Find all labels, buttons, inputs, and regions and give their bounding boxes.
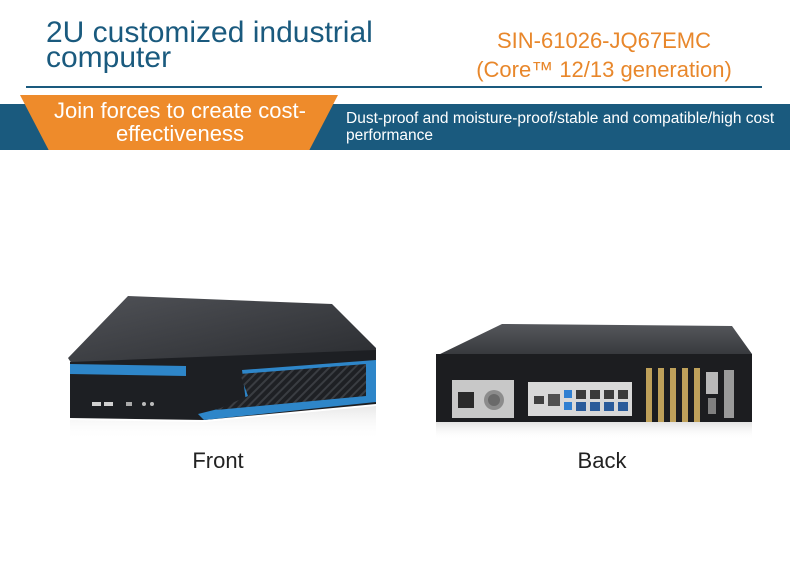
page-title: 2U customized industrial computer: [46, 16, 373, 74]
model-block: SIN-61026-JQ67EMC (Core™ 12/13 generatio…: [448, 26, 760, 84]
front-chassis-image: [68, 296, 376, 440]
slogan-text: Join forces to create cost-effectiveness: [54, 98, 306, 146]
cpu-generation: (Core™ 12/13 generation): [476, 57, 732, 82]
back-chassis-image: [436, 324, 752, 440]
model-number: SIN-61026-JQ67EMC: [497, 28, 711, 53]
back-label: Back: [577, 448, 627, 473]
slogan-box: [20, 95, 338, 150]
header-divider: [26, 86, 762, 88]
front-label: Front: [192, 448, 244, 473]
features-text: Dust-proof and moisture-proof/stable and…: [346, 110, 775, 144]
